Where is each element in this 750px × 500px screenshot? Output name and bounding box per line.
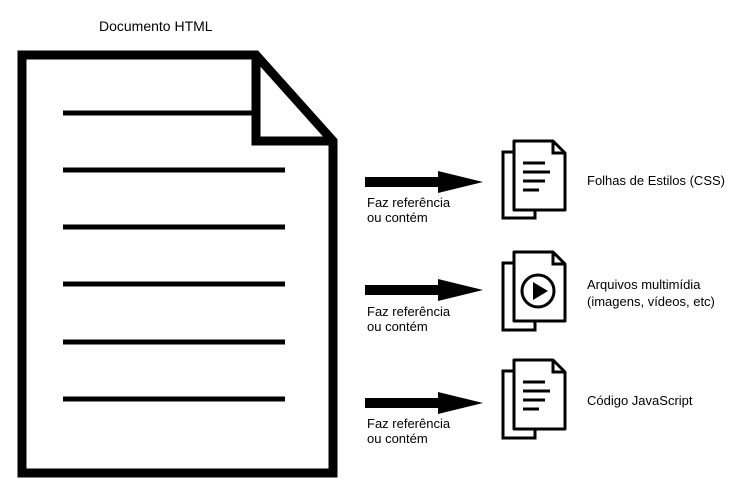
arrow-multimedia (365, 279, 483, 301)
target-label-javascript: Código JavaScript (587, 393, 693, 408)
target-label-css: Folhas de Estilos (CSS) (587, 173, 725, 188)
multimedia-files-icon (501, 250, 567, 332)
edge-label-css: Faz referência ou contém (367, 195, 451, 225)
stylesheet-files-icon (501, 139, 567, 220)
target-label-multimedia: Arquivos multimídia (imagens, vídeos, et… (587, 277, 715, 309)
javascript-files-icon (501, 358, 567, 440)
arrow-css (365, 171, 483, 193)
arrow-javascript (365, 392, 483, 414)
html-document-icon (17, 50, 338, 478)
edge-label-javascript: Faz referência ou contém (367, 416, 451, 446)
source-document-title: Documento HTML (99, 18, 213, 34)
edge-label-multimedia: Faz referência ou contém (367, 304, 451, 334)
